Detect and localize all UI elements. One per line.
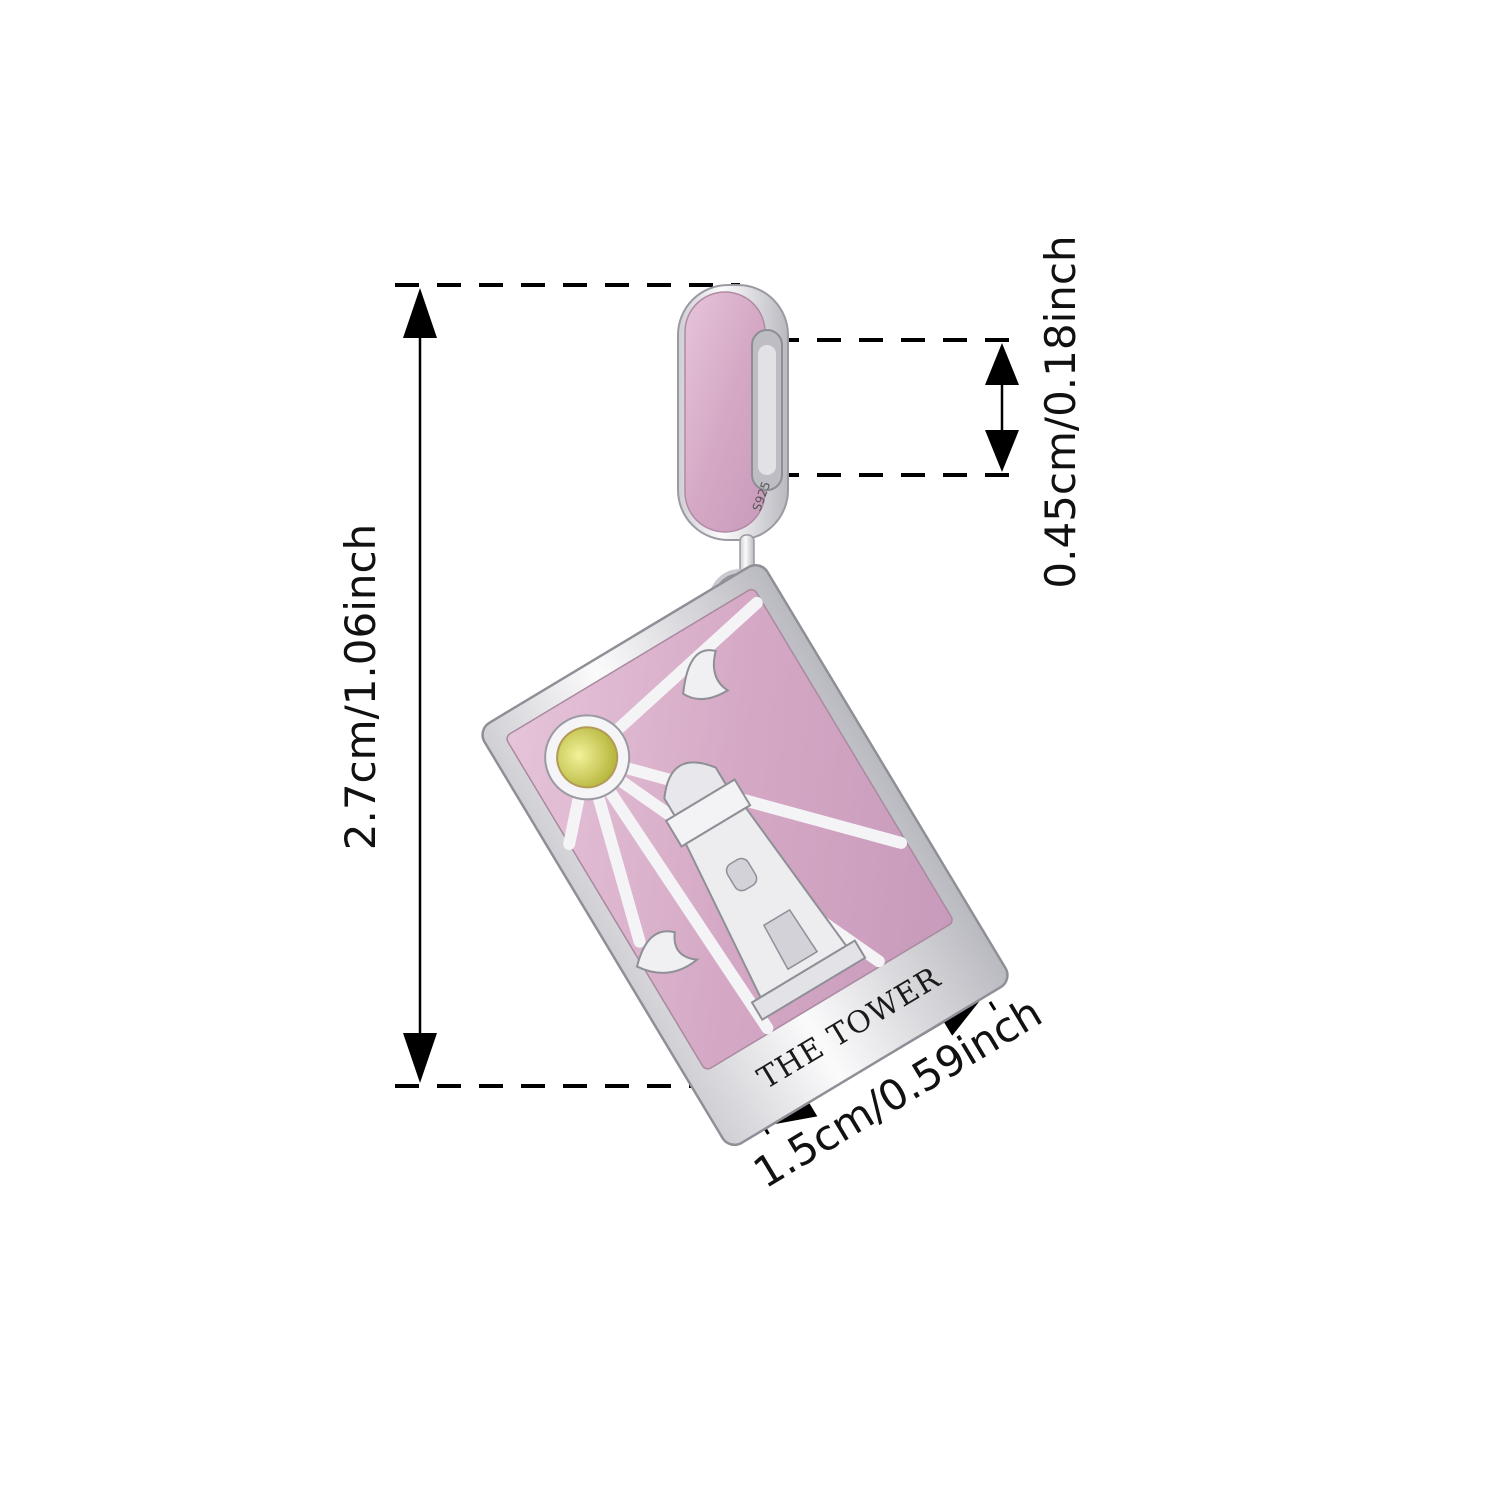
bead-ring: S925	[677, 284, 789, 541]
hole-dimension: 0.45cm/0.18inch	[775, 235, 1085, 589]
arrow-down-icon	[403, 1033, 437, 1083]
arrow-up-icon	[403, 288, 437, 338]
height-label: 2.7cm/1.06inch	[336, 524, 385, 850]
hole-label: 0.45cm/0.18inch	[1036, 235, 1085, 588]
arrow-up-icon	[985, 343, 1019, 385]
height-dimension: 2.7cm/1.06inch	[336, 283, 740, 1088]
yellow-stone	[556, 726, 619, 789]
bird-icon	[635, 930, 700, 974]
bird-icon	[682, 649, 730, 700]
arrow-down-icon	[985, 430, 1019, 472]
tower-icon	[663, 761, 867, 1021]
